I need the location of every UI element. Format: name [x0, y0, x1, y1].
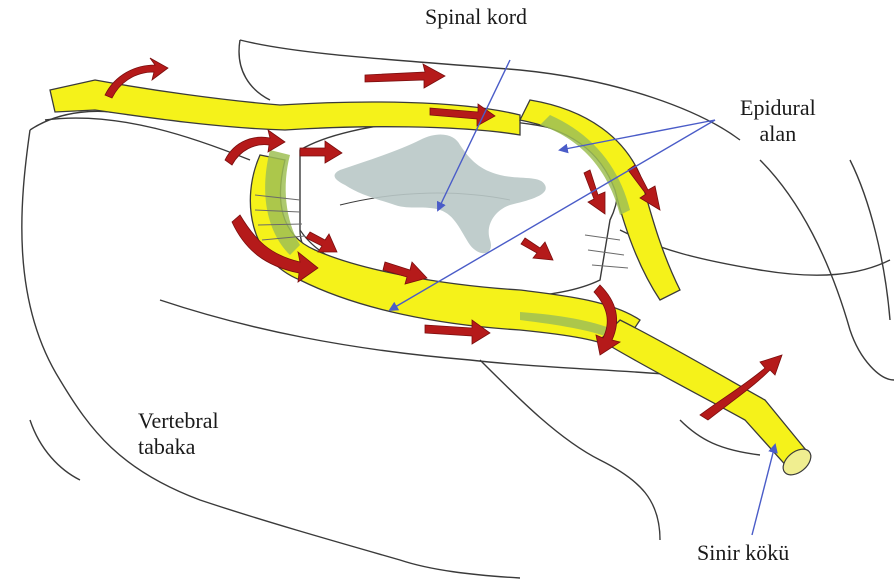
pointer-nerve-root: [752, 445, 775, 535]
label-epidural-space: Epidural alan: [740, 95, 816, 148]
label-vertebral-line2: tabaka: [138, 434, 219, 460]
label-vertebral-line1: Vertebral: [138, 408, 219, 434]
flow-arrow: [365, 64, 445, 88]
label-epidural-line2: alan: [740, 121, 816, 147]
label-vertebral-lamina: Vertebral tabaka: [138, 408, 219, 461]
label-nerve-root-text: Sinir kökü: [697, 540, 789, 565]
label-epidural-line1: Epidural: [740, 95, 816, 121]
label-spinal-cord: Spinal kord: [425, 4, 527, 30]
label-spinal-cord-text: Spinal kord: [425, 4, 527, 29]
label-nerve-root: Sinir kökü: [697, 540, 789, 566]
